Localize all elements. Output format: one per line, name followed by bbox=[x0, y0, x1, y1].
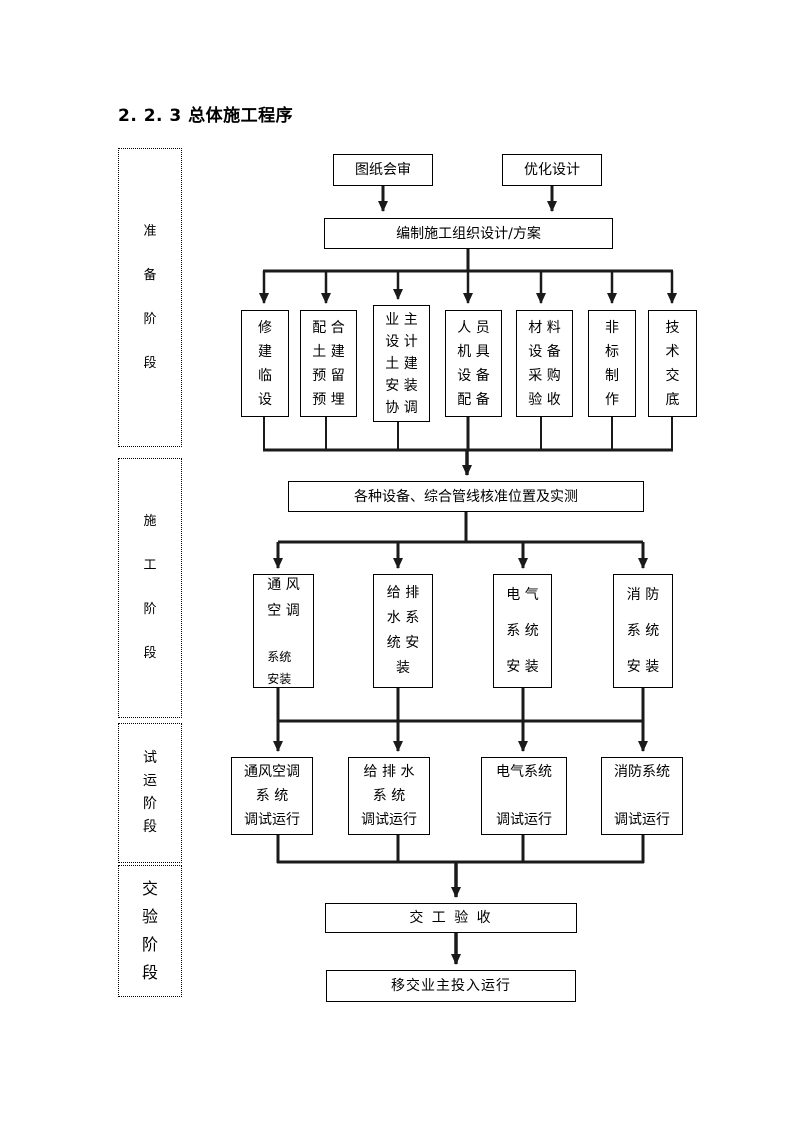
phase-panel-handover: 交 验 阶 段 bbox=[118, 865, 182, 997]
flow-box-trial-plumbing: 给 排 水 系 统 调试运行 bbox=[348, 757, 430, 835]
flow-box-technical-disclosure: 技 术 交 底 bbox=[648, 310, 697, 417]
flow-box-org-design: 编制施工组织设计/方案 bbox=[324, 218, 613, 249]
install-hvac-text: 通 风 空 调 系统 安装 bbox=[267, 550, 299, 712]
install-hvac-sub: 系统 安装 bbox=[267, 650, 292, 686]
flow-box-transfer-operation: 移交业主投入运行 bbox=[326, 970, 576, 1002]
flow-box-install-plumbing: 给 排 水 系 统 安 装 bbox=[373, 574, 433, 688]
flow-box-install-hvac: 通 风 空 调 系统 安装 bbox=[253, 574, 314, 688]
page-title: 2. 2. 3 总体施工程序 bbox=[118, 106, 294, 126]
phase-panel-construction: 施 工 阶 段 bbox=[118, 458, 182, 718]
flow-box-owner-design-coordination: 业 主 设 计 土 建 安 装 协 调 bbox=[373, 305, 430, 422]
flow-box-trial-fire: 消防系统 调试运行 bbox=[601, 757, 683, 835]
flow-box-design-optimization: 优化设计 bbox=[502, 154, 602, 186]
phase-panel-preparation: 准 备 阶 段 bbox=[118, 148, 182, 447]
connector-lines bbox=[259, 186, 677, 965]
phase-panel-trial-run: 试 运 阶 段 bbox=[118, 723, 182, 863]
flow-box-temp-facilities: 修 建 临 设 bbox=[241, 310, 289, 417]
flow-box-trial-hvac: 通风空调 系 统 调试运行 bbox=[231, 757, 313, 835]
flow-box-material-procurement: 材 料 设 备 采 购 验 收 bbox=[516, 310, 573, 417]
flow-box-nonstandard-fabrication: 非 标 制 作 bbox=[588, 310, 636, 417]
flow-box-drawing-review: 图纸会审 bbox=[333, 154, 433, 186]
flow-box-trial-electrical: 电气系统 调试运行 bbox=[481, 757, 567, 835]
flow-box-civil-reserve-embed: 配 合 土 建 预 留 预 埋 bbox=[300, 310, 357, 417]
flow-box-install-electrical: 电 气 系 统 安 装 bbox=[493, 574, 552, 688]
flow-box-handover-acceptance: 交 工 验 收 bbox=[325, 903, 577, 933]
install-hvac-main: 通 风 空 调 bbox=[267, 577, 300, 619]
flow-box-personnel-equipment: 人 员 机 具 设 备 配 备 bbox=[445, 310, 502, 417]
flow-box-install-fire: 消 防 系 统 安 装 bbox=[613, 574, 673, 688]
flow-box-survey: 各种设备、综合管线核准位置及实测 bbox=[288, 481, 644, 512]
